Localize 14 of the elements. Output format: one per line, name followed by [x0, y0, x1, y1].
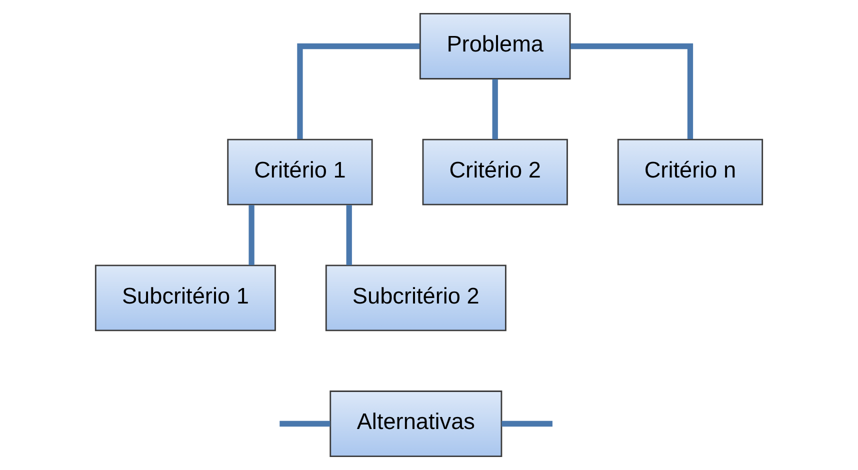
node-box: Alternativas — [330, 390, 502, 457]
node-box: Subcritério 1 — [94, 264, 276, 332]
connector — [492, 79, 498, 140]
connector — [346, 205, 352, 266]
node-box: Critério 2 — [422, 138, 568, 206]
connector — [248, 205, 254, 266]
node-box: Critério 1 — [227, 138, 373, 206]
connector — [280, 420, 330, 427]
node-box: Subcritério 2 — [325, 264, 506, 332]
connector — [502, 420, 552, 427]
connector — [570, 43, 694, 140]
node-box: Critério n — [617, 138, 764, 206]
node-box: Problema — [419, 13, 571, 80]
connector — [297, 43, 420, 140]
